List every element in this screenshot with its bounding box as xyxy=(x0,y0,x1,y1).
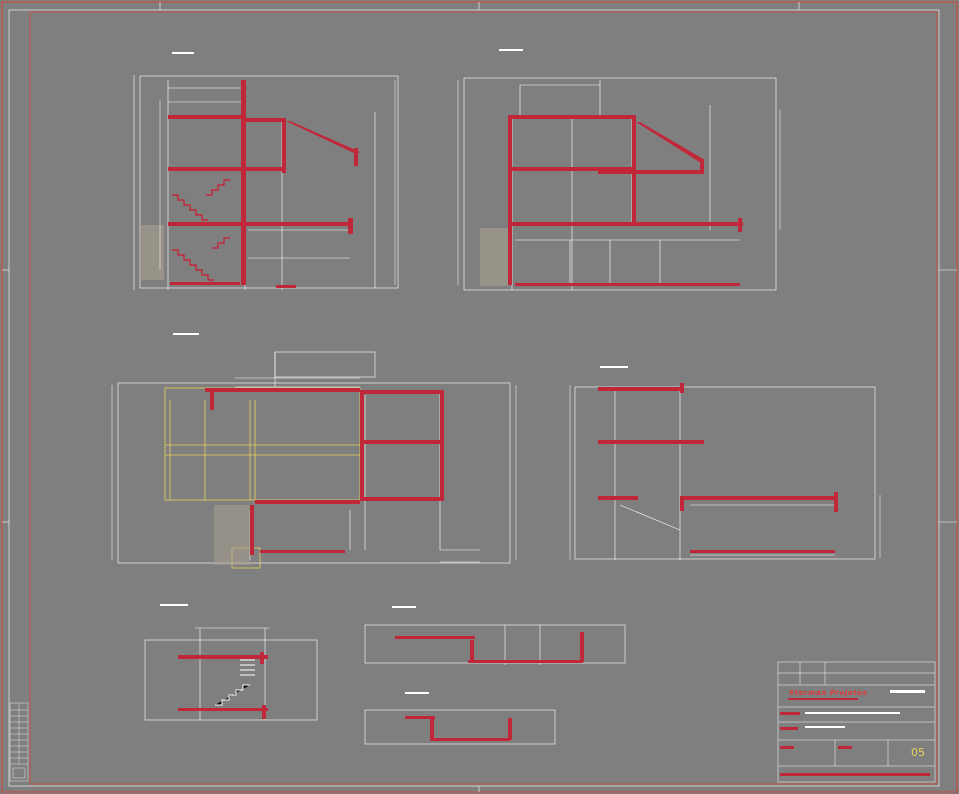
section-f-f xyxy=(364,606,626,665)
sheet-number: 05 xyxy=(911,746,925,759)
firm-name: Sterman Projetos xyxy=(789,689,868,697)
section-c-c xyxy=(111,333,517,569)
section-b-b xyxy=(457,49,781,291)
revision-table xyxy=(9,702,29,782)
section-a-a xyxy=(133,52,399,290)
section-e-e xyxy=(144,604,318,721)
section-d-d xyxy=(569,366,881,560)
title-block xyxy=(777,661,936,783)
section-g-g xyxy=(364,692,556,745)
